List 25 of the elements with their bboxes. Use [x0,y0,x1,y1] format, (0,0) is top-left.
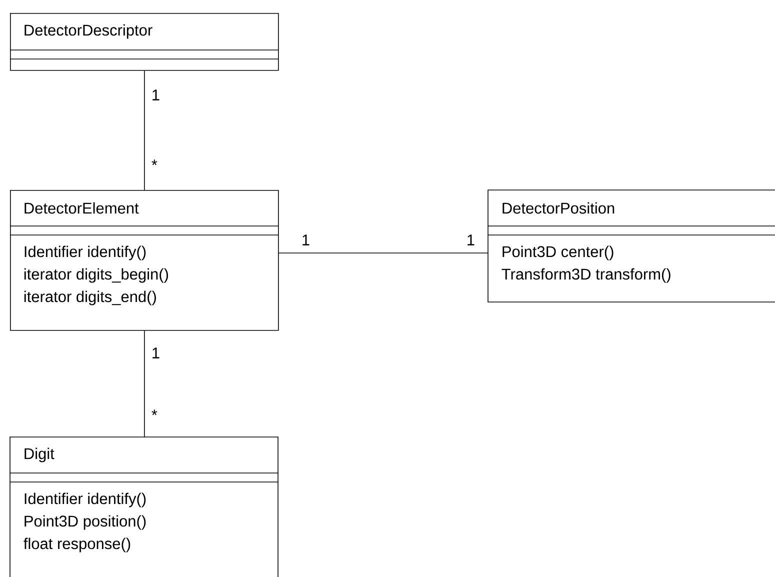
association-line [144,70,145,190]
multiplicity-label: 1 [302,234,310,246]
operation-text: Identifier identify() [24,492,146,508]
class-name: DetectorDescriptor [24,24,152,39]
association-line [144,330,145,438]
class-box [10,13,279,71]
class-name: DetectorPosition [502,202,614,214]
operation-text: iterator digits_end() [24,290,156,306]
multiplicity-label: 1 [152,90,160,100]
operation-text: Point3D position() [24,515,146,530]
operation-text: iterator digits_begin() [24,268,168,283]
class-name: Digit [24,448,54,462]
multiplicity-label: * [152,160,158,166]
class-box [10,190,279,331]
operation-text: Point3D center() [502,246,614,260]
class-box [488,190,775,302]
operation-text: Transform3D transform() [502,268,670,283]
multiplicity-label: 1 [152,348,160,358]
operation-text: Identifier identify() [24,246,146,260]
multiplicity-label: * [152,410,158,416]
class-name: DetectorElement [24,202,139,214]
class-box [10,436,278,577]
association-line [278,252,488,254]
operation-text: float response() [24,538,130,552]
multiplicity-label: 1 [468,234,474,246]
